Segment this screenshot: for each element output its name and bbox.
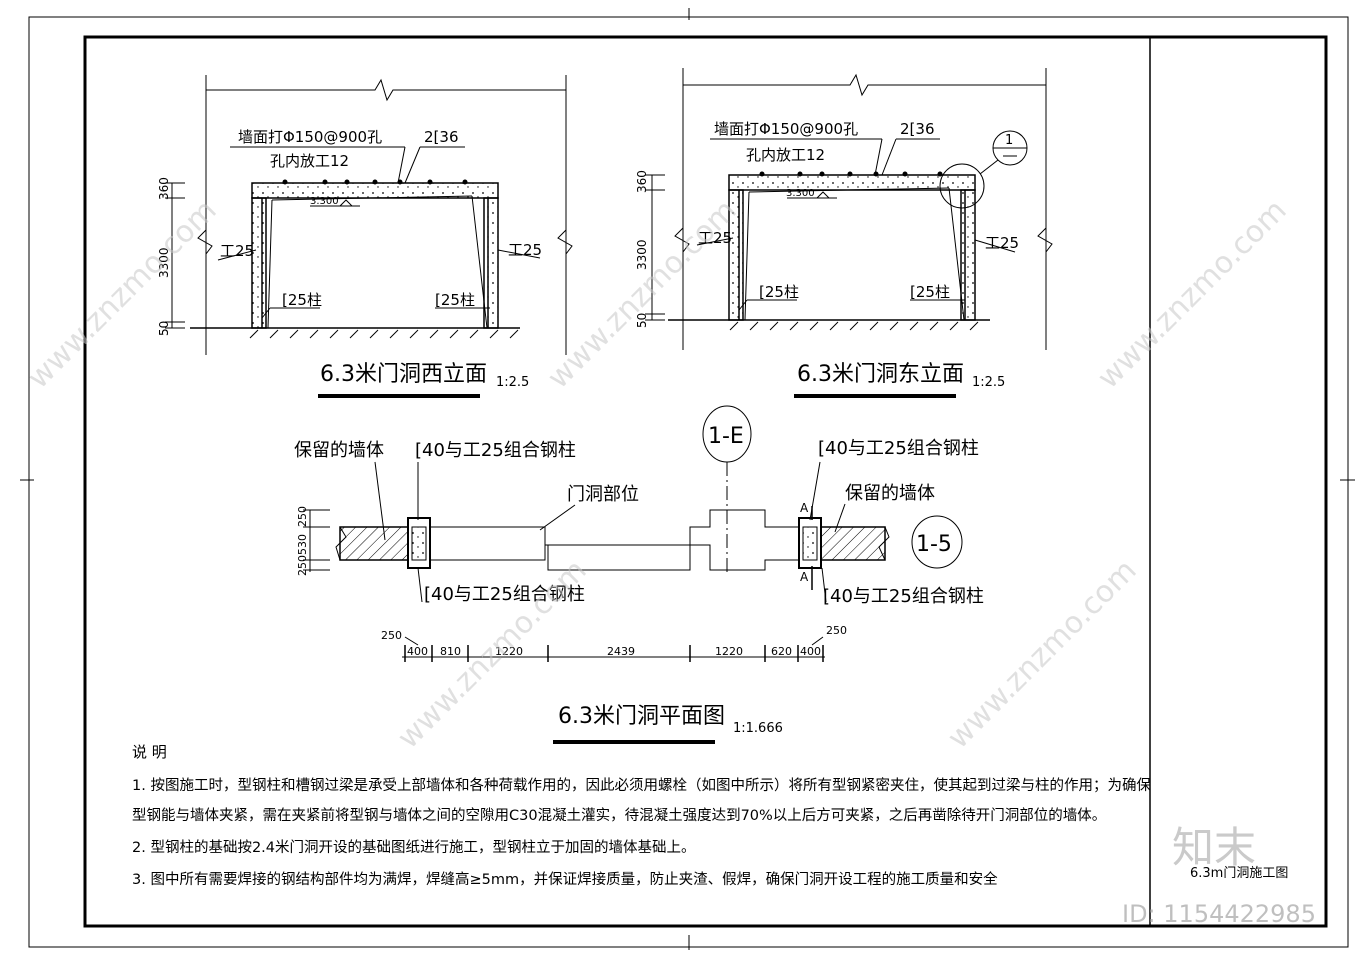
plan-scale: 1:1.666 [733, 721, 783, 736]
west-hole-note2: 孔内放工12 [270, 152, 349, 170]
east-hole-note2: 孔内放工12 [746, 146, 825, 164]
east-right-beam: 工25 [985, 234, 1019, 252]
note-2: 2. 型钢柱的基础按2.4米门洞开设的基础图纸进行施工，型钢柱立于加固的墙体基础… [132, 840, 696, 856]
east-hole-note: 墙面打Φ150@900孔 [714, 120, 858, 138]
plan-view: 1-E 1-5 A A 保留的墙体 [40与工25组合钢柱 [40与工25组合钢… [294, 405, 984, 744]
east-title: 6.3米门洞东立面 [797, 362, 964, 387]
plan-opening-label: 门洞部位 [567, 484, 639, 505]
west-left-beam: 工25 [220, 242, 254, 260]
plan-dim-400-left: 400 [407, 645, 428, 658]
west-dim-top: 360 [157, 177, 171, 200]
west-dim-mid: 3300 [157, 247, 171, 278]
plan-dim-810: 810 [440, 645, 461, 658]
note-1: 1. 按图施工时，型钢柱和槽钢过梁是承受上部墙体和各种荷载作用的，因此必须用螺栓… [132, 778, 1151, 794]
watermark-site-3: www.znzmo.com [1091, 193, 1294, 396]
plan-dim-620: 620 [771, 645, 792, 658]
plan-retained-wall-left: 保留的墙体 [294, 440, 384, 461]
plan-left-dim-1: 250 [296, 506, 309, 527]
plan-dim-400-right: 400 [800, 645, 821, 658]
plan-column-label-top-left: [40与工25组合钢柱 [415, 440, 576, 461]
west-dim-bottom: 50 [157, 321, 171, 336]
east-left-beam: 工25 [698, 229, 732, 247]
axis-1e-label: 1-E [708, 424, 744, 449]
notes-heading: 说 明 [132, 743, 167, 761]
plan-dim-2439: 2439 [607, 645, 635, 658]
west-right-beam: 工25 [508, 241, 542, 259]
east-dim-bottom: 50 [635, 313, 649, 328]
east-dim-top: 360 [635, 170, 649, 193]
axis-15-label: 1-5 [916, 532, 952, 557]
east-right-col: [25柱 [910, 283, 950, 301]
plan-dim-250-right: 250 [826, 624, 847, 637]
watermark-site-1: www.znzmo.com [21, 193, 224, 396]
watermark-id: ID: 1154422985 [1122, 900, 1316, 928]
note-3: 3. 图中所有需要焊接的钢结构部件均为满焊，焊缝高≥5mm，并保证焊接质量，防止… [132, 872, 998, 888]
plan-column-label-top-right: [40与工25组合钢柱 [818, 438, 979, 459]
west-left-col: [25柱 [282, 291, 322, 309]
watermark-brand: 知末 [1172, 823, 1256, 872]
plan-dim-250-left: 250 [381, 629, 402, 642]
section-mark-top: A [800, 501, 809, 515]
west-scale: 1:2.5 [496, 375, 529, 390]
watermark-site-2: www.znzmo.com [541, 193, 744, 396]
section-mark-bottom: A [800, 570, 809, 584]
west-level-mark: 3.300 [310, 196, 339, 207]
east-scale: 1:2.5 [972, 375, 1005, 390]
east-left-col: [25柱 [759, 283, 799, 301]
center-marks [20, 8, 1355, 950]
watermark-site-5: www.znzmo.com [941, 553, 1144, 756]
east-detail-tag: 1 [1005, 133, 1013, 148]
plan-dim-1220-right: 1220 [715, 645, 743, 658]
inner-frame [83, 35, 1328, 928]
plan-left-dim-2: 530 [296, 534, 309, 555]
title-block-drawing-name: 6.3m门洞施工图 [1190, 866, 1288, 881]
plan-left-dim-3: 250 [296, 555, 309, 576]
plan-column-label-bottom-left: [40与工25组合钢柱 [424, 584, 585, 605]
west-beam-label: 2[36 [424, 128, 458, 146]
west-title: 6.3米门洞西立面 [320, 362, 487, 387]
west-hole-note: 墙面打Φ150@900孔 [238, 128, 382, 146]
east-dim-mid: 3300 [635, 239, 649, 270]
east-level-mark: 3.300 [786, 188, 815, 199]
note-1-cont: 型钢能与墙体夹紧，需在夹紧前将型钢与墙体之间的空隙用C30混凝土灌实，待混凝土强… [132, 808, 1107, 824]
west-elevation: 360 3300 50 墙面打Φ150@900孔 孔内放工12 2[36 3.3… [157, 75, 573, 398]
west-right-col: [25柱 [435, 291, 475, 309]
plan-column-label-bottom-right: [40与工25组合钢柱 [823, 586, 984, 607]
east-beam-label: 2[36 [900, 120, 934, 138]
east-elevation: 1 360 3300 50 墙面打Φ150@900孔 孔内放工12 2[36 3… [635, 68, 1053, 398]
plan-dim-1220-left: 1220 [495, 645, 523, 658]
plan-title: 6.3米门洞平面图 [558, 704, 725, 729]
plan-retained-wall-right: 保留的墙体 [845, 483, 935, 504]
